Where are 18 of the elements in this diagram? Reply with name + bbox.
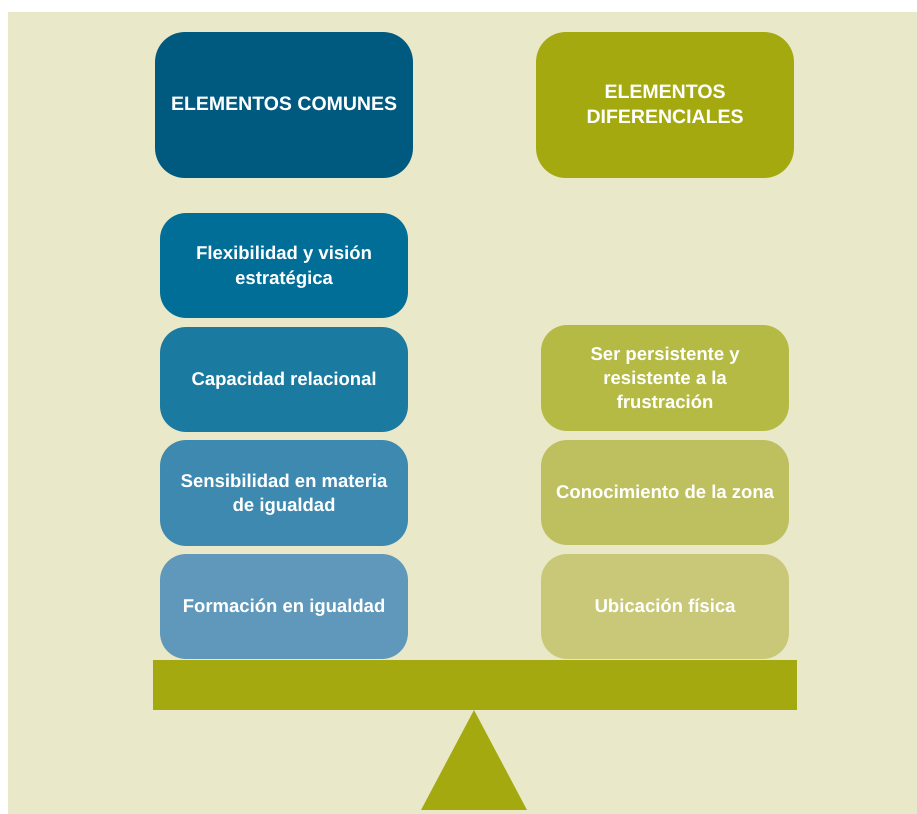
item-text: Ubicación física <box>594 594 736 618</box>
heading-text: ELEMENTOS DIFERENCIALES <box>585 80 745 130</box>
item-box <box>160 440 408 546</box>
heading-text: ELEMENTOS COMUNES <box>170 92 398 118</box>
header-box <box>536 32 794 178</box>
item-text: Ser persistente y resistente a la frustración <box>589 342 741 414</box>
item-box <box>160 327 408 432</box>
item-box <box>541 325 789 431</box>
item-text: Capacidad relacional <box>191 367 377 392</box>
item-text: Formación en igualdad <box>182 594 386 618</box>
item-text: Sensibilidad en materia de igualdad <box>180 468 388 517</box>
item-box <box>541 554 789 659</box>
item-text: Flexibilidad y visión estratégica <box>195 241 373 290</box>
header-box <box>155 32 413 178</box>
item-text: Conocimiento de la zona <box>556 480 774 504</box>
item-box <box>160 213 408 318</box>
item-box <box>160 554 408 659</box>
item-box <box>541 440 789 545</box>
